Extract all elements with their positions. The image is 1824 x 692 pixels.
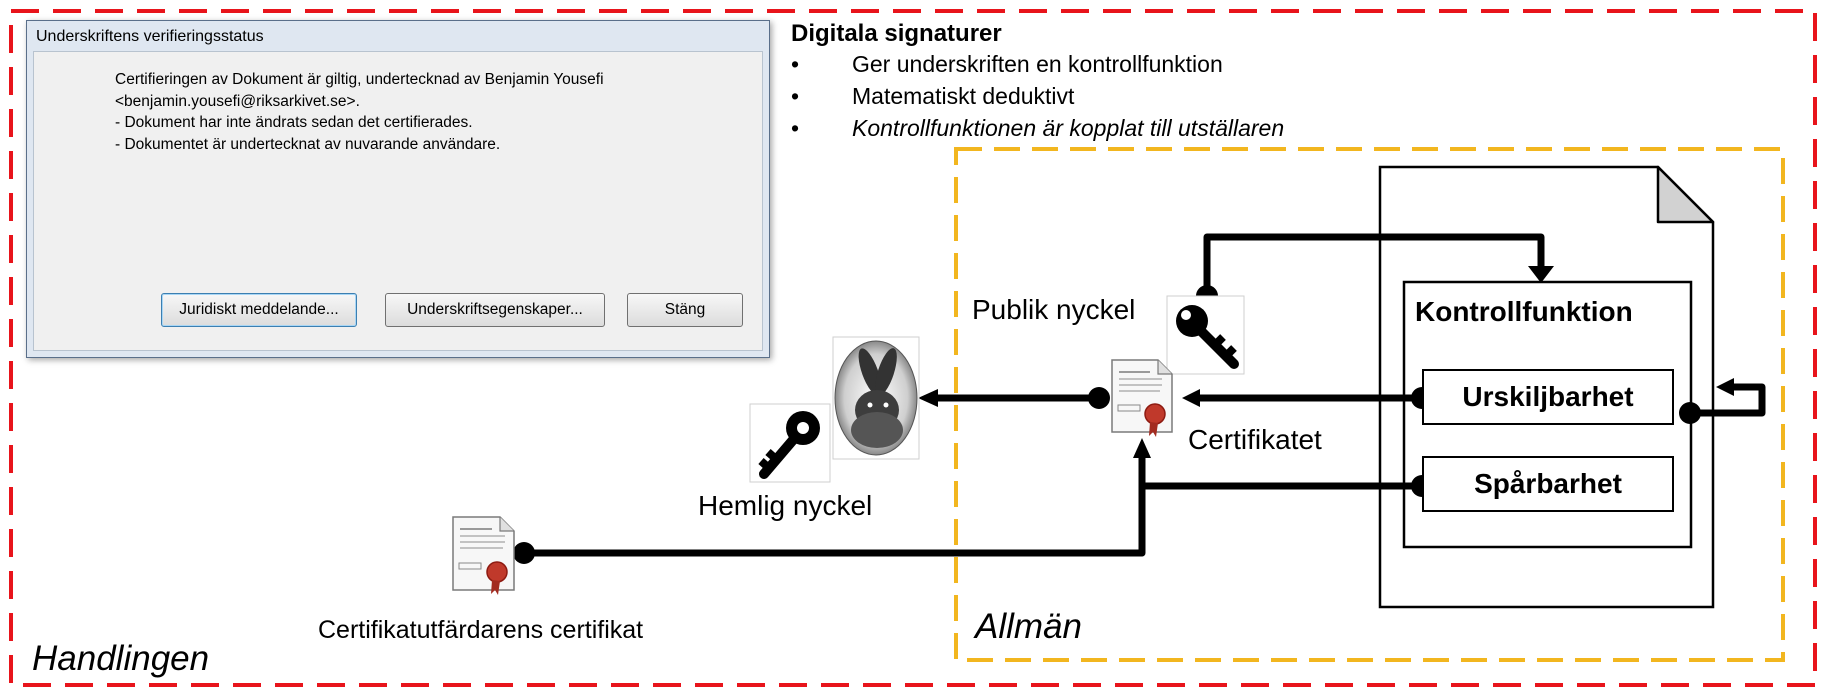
bullet-list-title: Digitala signaturer: [791, 20, 1002, 47]
traceability-box: Spårbarhet: [1422, 456, 1674, 512]
bullet-item: • Ger underskriften en kontrollfunktion: [791, 48, 1223, 80]
bullet-icon: •: [791, 83, 800, 109]
signer-portrait-image: [832, 336, 920, 460]
bullet-list: Digitala signaturer • Ger underskriften …: [791, 20, 1284, 144]
certificate-to-secret-connector: [918, 387, 1110, 409]
dialog-message-line: <benjamin.yousefi@riksarkivet.se>.: [115, 92, 360, 110]
ca-certificate-icon: [452, 516, 515, 595]
certificate-label: Certifikatet: [1188, 424, 1322, 455]
dialog-message: Certifieringen av Dokument är giltig, un…: [115, 69, 604, 155]
control-function-title: Kontrollfunktion: [1415, 296, 1633, 327]
bullet-item: • Kontrollfunktionen är kopplat till uts…: [791, 112, 1284, 144]
bullet-item: • Matematiskt deduktivt: [791, 80, 1074, 112]
inner-region-border: [954, 147, 1785, 662]
self-loop-connector: [1679, 378, 1766, 424]
secret-key-icon: [749, 403, 831, 483]
signature-status-dialog: Underskriftens verifieringsstatus Certif…: [26, 20, 770, 358]
dialog-message-line: Certifieringen av Dokument är giltig, un…: [115, 71, 604, 88]
close-button[interactable]: Stäng: [627, 293, 743, 327]
certificate-icon: [1111, 359, 1173, 437]
public-key-label: Publik nyckel: [972, 294, 1136, 325]
dialog-message-line: - Dokumentet är undertecknat av nuvarand…: [115, 135, 501, 153]
ca-certificate-connector: [513, 438, 1151, 564]
bullet-icon: •: [791, 115, 800, 141]
distinguishability-box: Urskiljbarhet: [1422, 369, 1674, 425]
bullet-icon: •: [791, 51, 800, 77]
public-key-icon: [1166, 295, 1245, 375]
secret-key-label: Hemlig nyckel: [698, 490, 873, 521]
ca-certificate-label: Certifikatutfärdarens certifikat: [318, 616, 644, 644]
legal-notice-button[interactable]: Juridiskt meddelande...: [161, 293, 357, 327]
signature-properties-button[interactable]: Underskriftsegenskaper...: [385, 293, 605, 327]
document-page-fold: [1656, 165, 1715, 224]
dialog-title: Underskriftens verifieringsstatus: [36, 28, 264, 45]
inner-region-label: Allmän: [975, 607, 1082, 646]
dialog-message-line: - Dokument har inte ändrats sedan det ce…: [115, 114, 473, 131]
outer-region-label: Handlingen: [32, 639, 210, 678]
outer-region-border: [9, 9, 1817, 687]
